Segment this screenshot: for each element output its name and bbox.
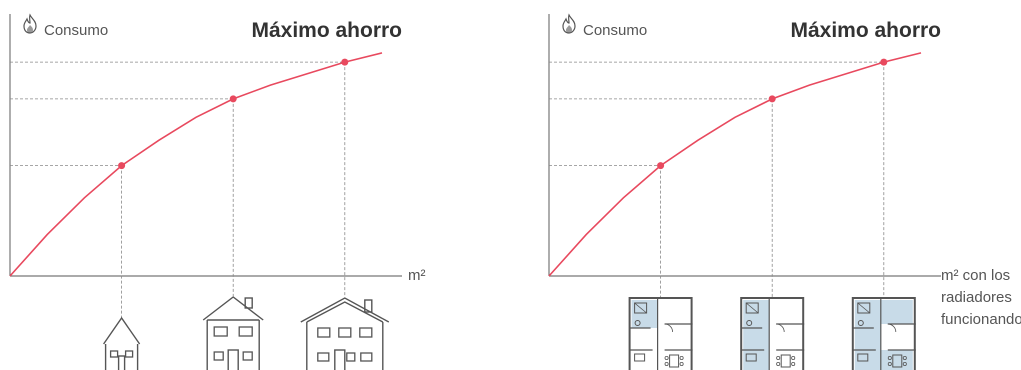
flame-outer <box>23 13 37 34</box>
chair-icon <box>887 355 892 360</box>
data-point <box>229 95 237 103</box>
bathtub-line <box>745 302 759 314</box>
bed-icon <box>634 353 646 362</box>
house-window <box>124 350 134 358</box>
flame-inner <box>566 25 572 33</box>
table-icon <box>780 354 791 368</box>
toilet-icon <box>746 320 753 326</box>
floorplan-outer-wall <box>740 297 805 370</box>
house-roof <box>103 316 141 345</box>
house-window <box>213 326 228 337</box>
house-window <box>338 327 352 338</box>
house-window <box>242 351 253 361</box>
flame-outer <box>562 13 576 34</box>
chair-icon <box>902 361 907 366</box>
toilet-icon <box>634 320 641 326</box>
flame-icon <box>562 13 576 34</box>
chair-icon <box>791 361 796 366</box>
floorplan-three-rooms-icon <box>740 297 805 370</box>
bed-icon <box>857 353 869 362</box>
flame-icon <box>23 13 37 34</box>
house-window <box>317 327 331 338</box>
large-house-icon <box>300 297 390 370</box>
flame-inner <box>27 25 33 33</box>
chair-icon <box>664 361 669 366</box>
medium-house-icon <box>202 296 264 370</box>
chair-icon <box>776 355 781 360</box>
house-window <box>346 352 356 362</box>
door-swing <box>887 323 897 333</box>
x-axis-label-line: radiadores <box>941 289 1012 306</box>
chair-icon <box>776 361 781 366</box>
house-roof <box>300 297 390 323</box>
house-door <box>227 349 239 370</box>
house-window <box>109 350 119 358</box>
heated-room <box>880 300 913 324</box>
house-roof-inner <box>306 301 384 323</box>
door-swing <box>664 323 673 333</box>
floorplan-outer-wall <box>851 297 916 370</box>
x-axis-label-line: m² con los <box>941 267 1010 284</box>
floorplan-one-room-icon <box>628 297 693 370</box>
unheated-room <box>631 328 658 350</box>
heated-room <box>854 328 881 350</box>
chair-icon <box>664 355 669 360</box>
heated-room <box>631 300 658 328</box>
house-window <box>213 351 224 361</box>
chair-icon <box>679 361 684 366</box>
floorplan-outer-wall <box>628 297 693 370</box>
chair-icon <box>902 355 907 360</box>
chair-icon <box>887 361 892 366</box>
y-axis-label: Consumo <box>44 22 108 39</box>
table-icon <box>669 354 680 368</box>
data-point <box>118 162 126 170</box>
bathtub-icon <box>634 302 648 314</box>
x-axis-label-line: funcionando <box>941 311 1021 328</box>
data-point <box>768 95 776 103</box>
toilet-icon <box>857 320 864 326</box>
chair-icon <box>791 355 796 360</box>
data-point <box>341 58 349 66</box>
heated-room <box>743 328 770 350</box>
house-window <box>238 326 253 337</box>
consumption-curve <box>9 52 383 277</box>
data-point <box>880 58 888 66</box>
house-roof <box>202 296 264 321</box>
chart-panel-right: Consumo Máximo ahorro m² con los radiadores… <box>548 13 1021 370</box>
chart-title: Máximo ahorro <box>790 19 941 42</box>
house-door <box>334 349 346 370</box>
bathtub-line <box>857 302 871 314</box>
chair-icon <box>679 355 684 360</box>
chart-title: Máximo ahorro <box>251 19 402 42</box>
x-axis-label: m² <box>408 267 426 284</box>
bathtub-icon <box>745 302 759 314</box>
door-swing <box>776 323 785 333</box>
consumption-curve <box>548 52 922 277</box>
small-house-icon <box>103 316 141 370</box>
chart-panel-left: Consumo Máximo ahorro m² <box>9 13 426 370</box>
table-icon <box>892 354 903 368</box>
y-axis-label: Consumo <box>583 22 647 39</box>
heated-room <box>743 300 770 328</box>
data-point <box>657 162 665 170</box>
bed-icon <box>745 353 757 362</box>
house-window <box>317 352 330 362</box>
heated-room <box>854 300 881 328</box>
bathtub-line <box>634 302 647 314</box>
house-window <box>359 327 373 338</box>
house-window <box>360 352 373 362</box>
unheated-room <box>657 300 690 324</box>
floorplan-all-rooms-icon <box>851 297 916 370</box>
bathtub-icon <box>857 302 871 314</box>
house-chimney <box>364 299 373 313</box>
house-chimney <box>244 297 253 309</box>
house-door <box>117 355 126 370</box>
unheated-room <box>769 300 802 324</box>
